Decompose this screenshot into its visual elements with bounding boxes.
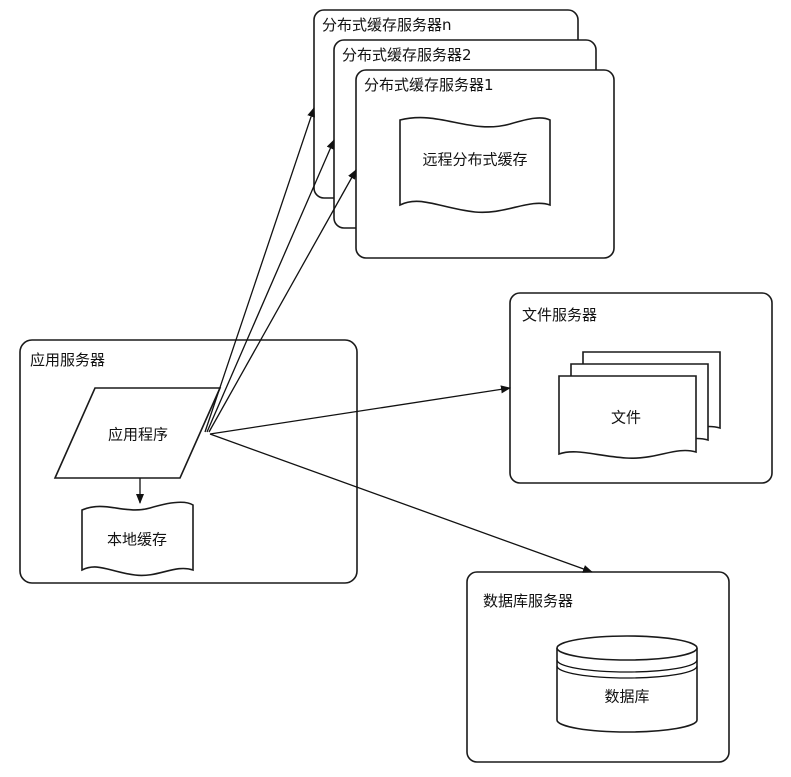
local-cache-label: 本地缓存 <box>107 531 167 549</box>
arrow-to-cache-server-n <box>204 107 315 433</box>
app-server: 应用服务器 应用程序 本地缓存 <box>19 339 358 584</box>
application-label: 应用程序 <box>108 426 168 444</box>
file-label: 文件 <box>611 409 641 427</box>
database-cylinder-icon <box>556 635 698 733</box>
file-stack-shape <box>558 351 721 459</box>
db-server: 数据库服务器 数据库 <box>466 571 730 763</box>
remote-cache-label: 远程分布式缓存 <box>422 151 527 169</box>
local-cache-document-shape <box>81 501 194 577</box>
arrow-to-cache-server-2 <box>206 139 335 433</box>
cache-server-2-title: 分布式缓存服务器2 <box>342 46 472 64</box>
arrow-to-file-server <box>209 385 511 435</box>
cache-server-n-title: 分布式缓存服务器n <box>322 16 452 34</box>
connection-arrows <box>136 107 593 573</box>
application-shape <box>53 387 222 479</box>
file-server-title: 文件服务器 <box>522 306 597 324</box>
arrow-to-cache-server-1 <box>208 169 357 433</box>
database-label: 数据库 <box>604 688 649 706</box>
arrow-to-db-server <box>209 433 593 573</box>
remote-cache-document-shape <box>399 116 551 214</box>
app-server-title: 应用服务器 <box>30 351 105 369</box>
cache-server-1: 分布式缓存服务器1 远程分布式缓存 <box>355 69 615 259</box>
cache-server-1-title: 分布式缓存服务器1 <box>364 76 494 94</box>
file-server: 文件服务器 文件 <box>509 292 773 484</box>
db-server-title: 数据库服务器 <box>483 592 573 610</box>
